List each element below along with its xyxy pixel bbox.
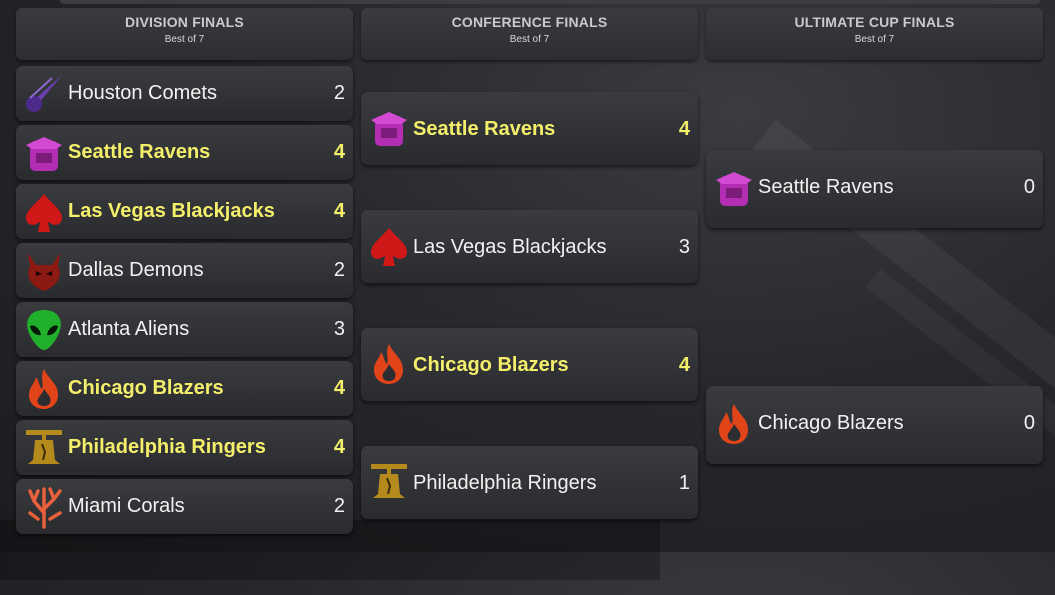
team-name: Chicago Blazers	[758, 412, 904, 434]
series-score: 2	[333, 259, 345, 281]
series-score: 1	[678, 472, 690, 494]
round-title: ULTIMATE CUP FINALS	[794, 14, 955, 30]
coral-icon	[22, 485, 66, 529]
matchup-card-philadelphia-ringers[interactable]: Philadelphia Ringers 1	[361, 446, 698, 519]
series-score: 4	[333, 436, 345, 458]
team-name: Chicago Blazers	[413, 354, 569, 376]
comet-icon	[22, 72, 66, 116]
round-header-ultimate: ULTIMATE CUP FINALS Best of 7	[706, 8, 1043, 60]
team-name: Philadelphia Ringers	[68, 436, 266, 458]
series-score: 3	[333, 318, 345, 340]
matchup-card-chicago-blazers[interactable]: Chicago Blazers 4	[361, 328, 698, 401]
flame-icon	[712, 402, 756, 446]
series-score: 4	[333, 141, 345, 163]
demon-icon	[22, 249, 66, 293]
team-name: Dallas Demons	[68, 259, 204, 281]
matchup-card-las-vegas-blackjacks[interactable]: Las Vegas Blackjacks 4	[16, 184, 353, 239]
matchup-card-chicago-blazers[interactable]: Chicago Blazers 4	[16, 361, 353, 416]
matchup-card-las-vegas-blackjacks[interactable]: Las Vegas Blackjacks 3	[361, 210, 698, 283]
round-column-conference: CONFERENCE FINALS Best of 7	[361, 8, 698, 60]
team-name: Seattle Ravens	[758, 176, 894, 198]
matchup-card-seattle-ravens[interactable]: Seattle Ravens 4	[361, 92, 698, 165]
flame-icon	[22, 367, 66, 411]
raven-icon	[712, 166, 756, 210]
bell-icon	[367, 460, 411, 504]
team-name: Las Vegas Blackjacks	[68, 200, 275, 222]
team-name: Las Vegas Blackjacks	[413, 236, 607, 258]
matchup-card-miami-corals[interactable]: Miami Corals 2	[16, 479, 353, 534]
team-name: Atlanta Aliens	[68, 318, 190, 340]
matchup-card-dallas-demons[interactable]: Dallas Demons 2	[16, 243, 353, 298]
round-column-division: DIVISION FINALS Best of 7	[16, 8, 353, 60]
series-score: 2	[333, 495, 345, 517]
series-score: 4	[678, 354, 690, 376]
round-title: CONFERENCE FINALS	[451, 14, 608, 30]
matchup-card-atlanta-aliens[interactable]: Atlanta Aliens 3	[16, 302, 353, 357]
spade-icon	[367, 224, 411, 268]
raven-icon	[22, 131, 66, 175]
round-header-division: DIVISION FINALS Best of 7	[16, 8, 353, 60]
team-name: Seattle Ravens	[413, 118, 556, 140]
round-title: DIVISION FINALS	[125, 14, 244, 30]
series-score: 0	[1023, 412, 1035, 434]
team-name: Seattle Ravens	[68, 141, 211, 163]
round-column-ultimate: ULTIMATE CUP FINALS Best of 7	[706, 8, 1043, 60]
series-score: 4	[333, 377, 345, 399]
team-name: Philadelphia Ringers	[413, 472, 597, 494]
series-score: 0	[1023, 176, 1035, 198]
top-bar-edge	[60, 0, 1040, 4]
series-score: 2	[333, 82, 345, 104]
round-subtitle: Best of 7	[164, 34, 205, 45]
series-score: 4	[333, 200, 345, 222]
round-header-conference: CONFERENCE FINALS Best of 7	[361, 8, 698, 60]
matchup-card-seattle-ravens[interactable]: Seattle Ravens 4	[16, 125, 353, 180]
spade-icon	[22, 190, 66, 234]
round-subtitle: Best of 7	[854, 34, 895, 45]
bell-icon	[22, 426, 66, 470]
raven-icon	[367, 106, 411, 150]
team-name: Houston Comets	[68, 82, 217, 104]
team-name: Miami Corals	[68, 495, 185, 517]
matchup-card-philadelphia-ringers[interactable]: Philadelphia Ringers 4	[16, 420, 353, 475]
matchup-card-seattle-ravens[interactable]: Seattle Ravens 0	[706, 150, 1043, 228]
flame-icon	[367, 342, 411, 386]
team-name: Chicago Blazers	[68, 377, 224, 399]
series-score: 3	[678, 236, 690, 258]
series-score: 4	[678, 118, 690, 140]
matchup-card-chicago-blazers[interactable]: Chicago Blazers 0	[706, 386, 1043, 464]
matchup-card-houston-comets[interactable]: Houston Comets 2	[16, 66, 353, 121]
alien-icon	[22, 308, 66, 352]
round-subtitle: Best of 7	[509, 34, 550, 45]
